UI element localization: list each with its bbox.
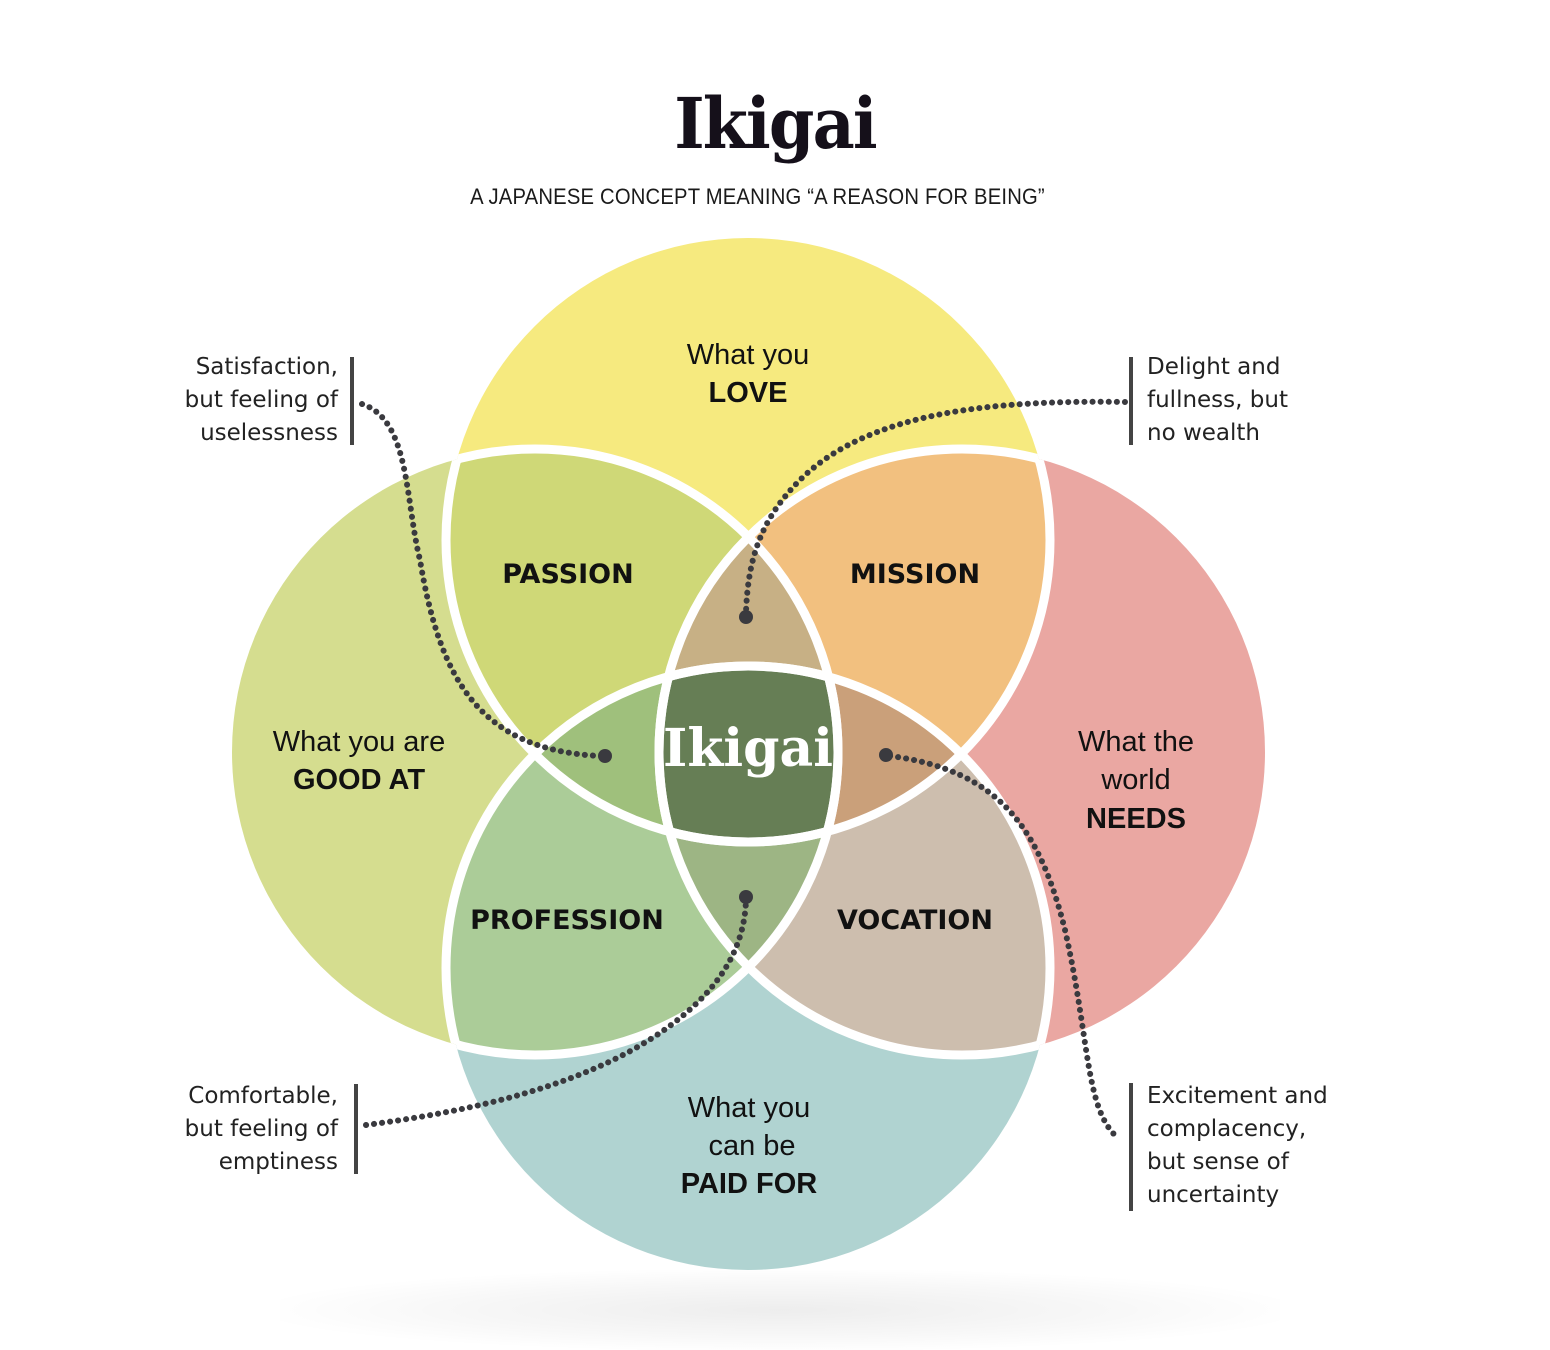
note-bar-bottom-right: [1129, 1083, 1133, 1211]
connector-dot-vocation: [879, 748, 893, 762]
note-bar-bottom-left: [354, 1084, 358, 1174]
note-top-right: Delight and fullness, but no wealth: [1147, 351, 1288, 450]
needs-label-line1: What the: [1078, 726, 1194, 758]
love-label-line1: What you: [687, 339, 810, 371]
note-bar-top-right: [1129, 357, 1133, 445]
ikigai-venn-diagram: What you LOVE What you are GOOD AT What …: [232, 238, 1265, 1270]
passion-label: PASSION: [502, 559, 633, 590]
note-bottom-left: Comfortable, but feeling of emptiness: [185, 1080, 338, 1179]
needs-label-line2: world: [1100, 764, 1170, 796]
note-bottom-right: Excitement and complacency, but sense of…: [1147, 1080, 1328, 1212]
good-at-label-line1: What you are: [273, 726, 445, 758]
paid-for-label-line1: What you: [688, 1092, 811, 1124]
outline-goodat-bottom: [446, 666, 843, 1060]
connector-vocation: [887, 753, 1121, 1141]
note-line: fullness, but: [1147, 387, 1288, 413]
love-label-line2: LOVE: [709, 377, 788, 409]
vocation-label: VOCATION: [837, 905, 993, 936]
profession-label: PROFESSION: [470, 905, 664, 936]
note-line: Satisfaction,: [195, 354, 338, 380]
mission-label: MISSION: [850, 559, 980, 590]
paid-for-label-line2: can be: [708, 1130, 795, 1162]
note-bar-top-left: [350, 357, 354, 445]
note-line: Delight and: [1147, 354, 1281, 380]
outline-needs-bottom: [654, 666, 1050, 1060]
note-line: but feeling of: [184, 387, 338, 413]
connector-dot-profession: [739, 890, 753, 904]
note-line: Excitement and: [1147, 1083, 1328, 1109]
ikigai-center-label: Ikigai: [663, 718, 833, 779]
note-line: complacency,: [1147, 1116, 1307, 1142]
paid-for-label-line3: PAID FOR: [681, 1168, 817, 1200]
connector-dot-mission: [739, 610, 753, 624]
note-line: but sense of: [1147, 1149, 1289, 1175]
needs-label-line3: NEEDS: [1086, 803, 1186, 835]
connector-dot-passion: [598, 749, 612, 763]
note-line: uselessness: [200, 420, 338, 446]
page-subtitle: A JAPANESE CONCEPT MEANING “A REASON FOR…: [470, 184, 1045, 209]
connector-mission: [743, 398, 1128, 615]
note-line: but feeling of: [184, 1116, 338, 1142]
connector-passion: [359, 401, 603, 759]
good-at-label-line2: GOOD AT: [293, 764, 425, 796]
note-line: uncertainty: [1147, 1182, 1280, 1208]
note-line: emptiness: [218, 1149, 338, 1175]
note-line: Comfortable,: [188, 1083, 338, 1109]
note-line: no wealth: [1147, 420, 1261, 446]
outline-paid-right: [659, 661, 1055, 1055]
connector-profession: [363, 897, 749, 1128]
outline-love-right: [659, 449, 1055, 847]
page-title: Ikigai: [674, 82, 877, 165]
note-top-left: Satisfaction, but feeling of uselessness: [185, 351, 338, 450]
